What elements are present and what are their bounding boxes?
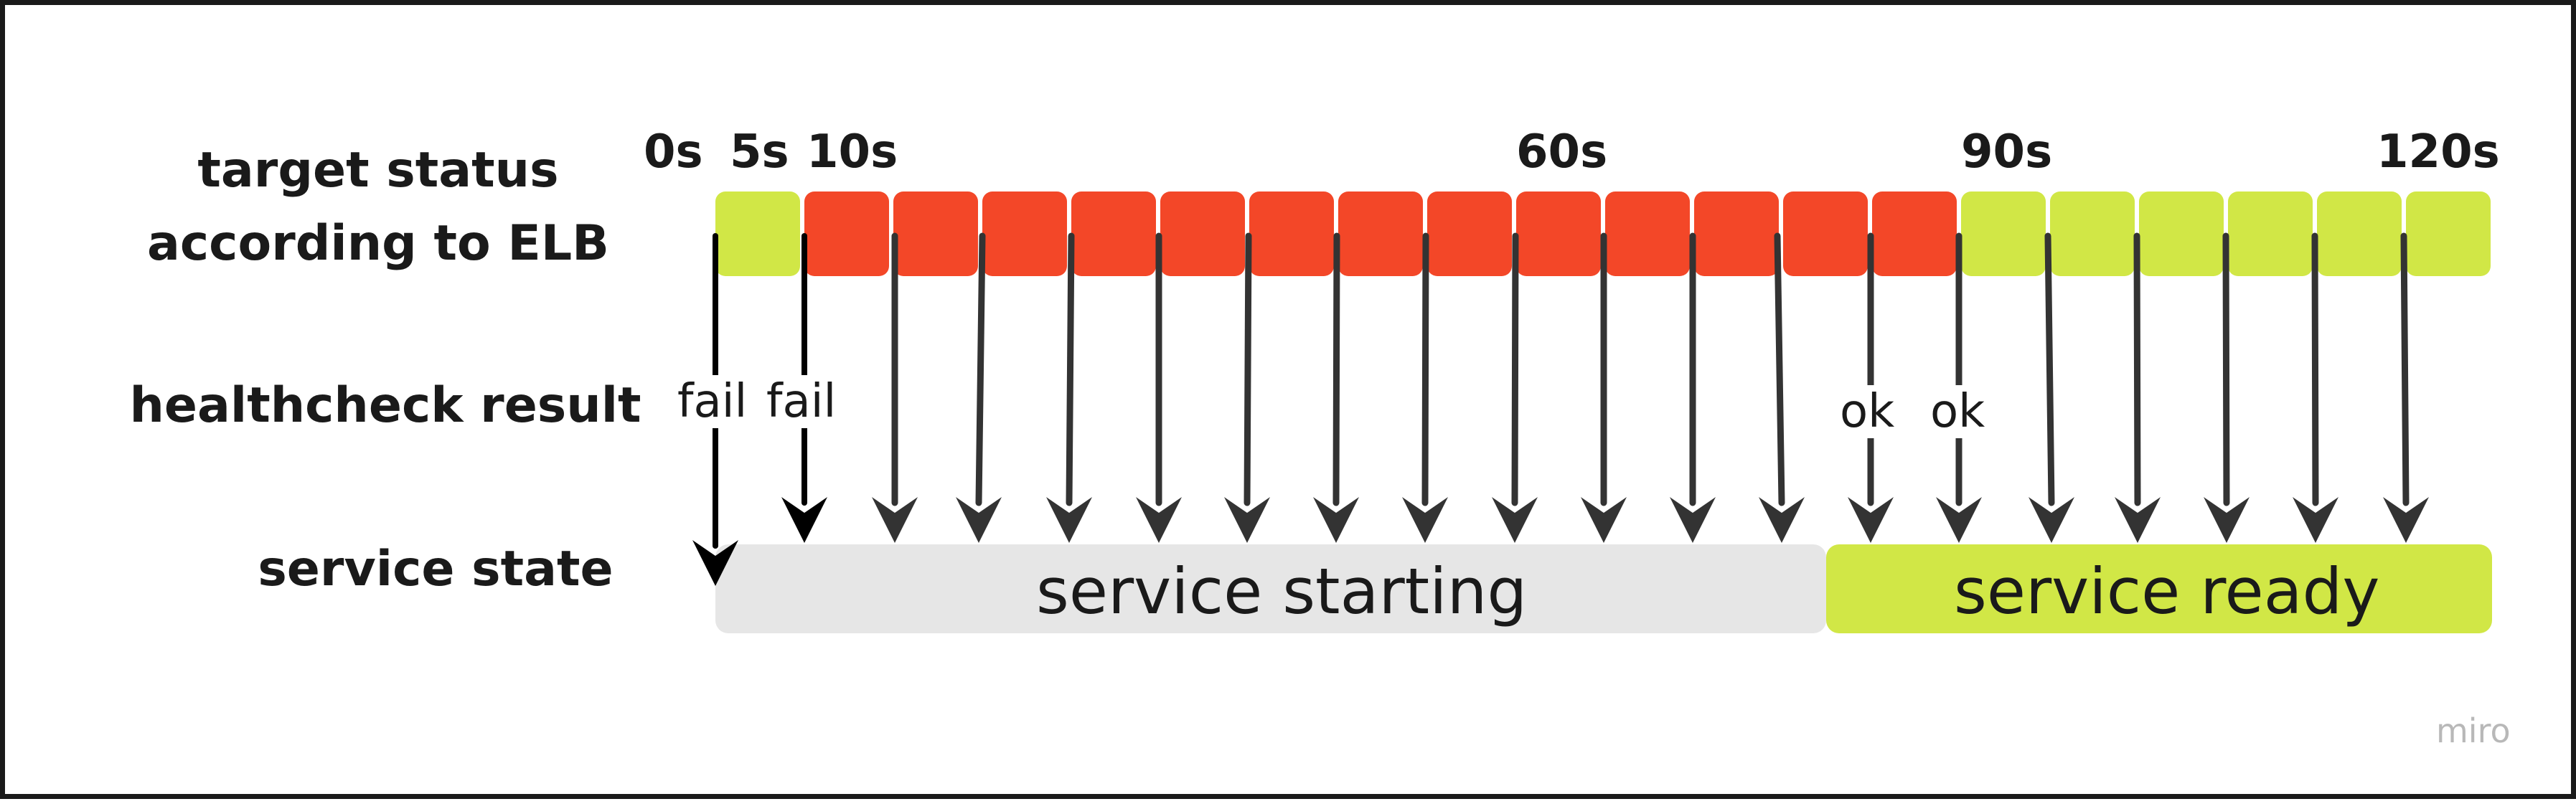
time-tick-60s: 60s xyxy=(1516,126,1608,179)
healthcheck-arrow-6-head xyxy=(1136,497,1182,543)
healthcheck-arrow-13-shaft xyxy=(1774,232,1785,506)
time-tick-0s: 0s xyxy=(644,126,703,179)
healthcheck-arrow-19-shaft xyxy=(2311,232,2319,506)
target-status-block-12 xyxy=(1694,191,1779,276)
target-status-block-19 xyxy=(2317,191,2402,276)
healthcheck-arrow-12-head xyxy=(1670,497,1716,543)
healthcheck-arrow-2-head xyxy=(781,497,827,543)
target-status-block-16 xyxy=(2050,191,2135,276)
healthcheck-arrow-8-head xyxy=(1313,497,1359,543)
row-label-target-status-line2: according to ELB xyxy=(146,215,609,272)
target-status-block-2 xyxy=(804,191,889,276)
healthcheck-arrow-9-head xyxy=(1402,497,1448,543)
target-status-block-5 xyxy=(1071,191,1156,276)
target-status-block-13 xyxy=(1783,191,1868,276)
healthcheck-arrow-7-head xyxy=(1224,497,1270,543)
healthcheck-arrow-3-head xyxy=(872,497,918,543)
healthcheck-arrow-16-head xyxy=(2029,497,2074,543)
row-label-healthcheck: healthcheck result xyxy=(129,377,641,434)
healthcheck-arrow-5-shaft xyxy=(1066,232,1075,506)
healthcheck-arrow-7-shaft xyxy=(1244,232,1252,506)
target-status-block-10 xyxy=(1516,191,1601,276)
healthcheck-arrow-18-head xyxy=(2204,497,2250,543)
healthcheck-arrow-15-head xyxy=(1936,497,1982,543)
healthcheck-arrow-17-head xyxy=(2115,497,2161,543)
service-state-label-ready: service ready xyxy=(1954,554,2380,628)
time-tick-120s: 120s xyxy=(2377,126,2500,179)
healthcheck-arrow-4-head xyxy=(956,497,1002,543)
row-label-target-status-line1: target status xyxy=(197,142,559,199)
service-starting-bar xyxy=(715,544,1826,633)
target-status-block-3 xyxy=(893,191,978,276)
healthcheck-result-fail-2: fail xyxy=(763,375,840,428)
target-status-block-18 xyxy=(2228,191,2313,276)
row-label-target-status: target status according to ELB xyxy=(120,134,636,280)
service-state-label-starting: service starting xyxy=(1036,554,1528,628)
service-ready-bar xyxy=(1826,544,2492,633)
target-status-block-8 xyxy=(1338,191,1423,276)
time-tick-5s: 5s xyxy=(730,126,789,179)
healthcheck-arrow-19-head xyxy=(2293,497,2338,543)
healthcheck-arrow-4-shaft xyxy=(975,232,986,506)
target-status-block-1 xyxy=(715,191,800,276)
healthcheck-arrow-17-shaft xyxy=(2133,232,2141,506)
healthcheck-arrow-8-shaft xyxy=(1332,232,1340,506)
target-status-block-17 xyxy=(2139,191,2224,276)
healthcheck-result-fail-1: fail xyxy=(674,375,751,428)
target-status-block-14 xyxy=(1872,191,1957,276)
healthcheck-arrow-11-head xyxy=(1581,497,1627,543)
healthcheck-arrow-5-head xyxy=(1046,497,1092,543)
healthcheck-arrow-18-shaft xyxy=(2222,232,2230,506)
row-label-service-state: service state xyxy=(258,541,614,597)
healthcheck-arrow-13-head xyxy=(1759,497,1805,543)
healthcheck-arrow-16-shaft xyxy=(2044,232,2055,506)
healthcheck-arrow-20-shaft xyxy=(2400,232,2410,506)
healthcheck-arrow-1-head xyxy=(692,540,738,586)
target-status-block-6 xyxy=(1160,191,1245,276)
miro-logo: miro xyxy=(2436,711,2511,750)
healthcheck-arrow-20-head xyxy=(2383,497,2429,543)
target-status-block-4 xyxy=(982,191,1067,276)
healthcheck-arrow-10-head xyxy=(1492,497,1538,543)
target-status-block-11 xyxy=(1605,191,1690,276)
target-status-block-7 xyxy=(1249,191,1334,276)
healthcheck-arrow-9-shaft xyxy=(1421,232,1429,506)
target-status-block-9 xyxy=(1427,191,1512,276)
healthcheck-result-ok-1: ok xyxy=(1837,385,1898,438)
healthcheck-result-ok-2: ok xyxy=(1927,385,1988,438)
time-tick-10s: 10s xyxy=(807,126,898,179)
target-status-block-15 xyxy=(1961,191,2046,276)
target-status-block-20 xyxy=(2406,191,2491,276)
healthcheck-arrow-14-head xyxy=(1848,497,1894,543)
timeline-diagram xyxy=(692,191,2492,633)
time-tick-90s: 90s xyxy=(1961,126,2053,179)
